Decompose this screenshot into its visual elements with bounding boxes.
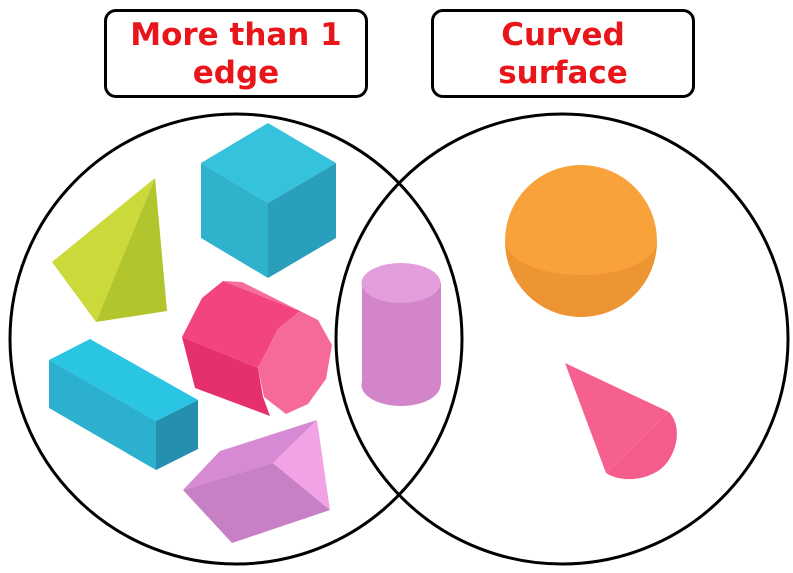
cone-shape [565, 363, 677, 479]
hexagonal-prism-shape [182, 281, 332, 416]
triangular-prism-shape [183, 420, 330, 543]
cube-shape [201, 123, 336, 278]
sphere-shape [505, 165, 657, 317]
rectangular-prism-shape [49, 339, 198, 470]
pyramid-shape [52, 178, 167, 322]
cylinder-shape [362, 263, 442, 406]
